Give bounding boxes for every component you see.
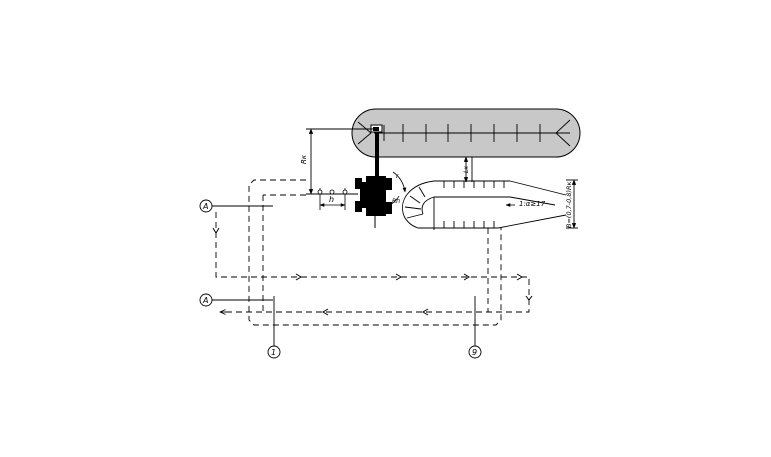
section-mark-a-upper (199, 199, 273, 213)
haulage-route-outer (248, 179, 502, 326)
label-position-9: 9 (472, 348, 477, 357)
dimension-lk (463, 156, 473, 183)
trench-face (402, 180, 567, 230)
label-a-upper: A (202, 202, 208, 211)
route-arrows (212, 227, 533, 316)
dimension-h (317, 188, 348, 210)
label-lk: Lк (463, 166, 470, 173)
label-position-1: 1 (271, 348, 276, 357)
label-rp: Rп (392, 198, 400, 205)
leader-1 (267, 296, 281, 359)
label-r: r (396, 173, 399, 180)
label-width: B=(0,7-0,8)Rк (565, 181, 573, 228)
rotation-arcs (388, 171, 407, 207)
label-rk: Rк (300, 154, 308, 164)
dump-zone (351, 108, 581, 158)
excavator-body (355, 176, 392, 216)
transport-route-inner (215, 212, 530, 313)
label-slope: 1:α≥17 (519, 200, 546, 208)
dimension-width (566, 179, 578, 229)
label-h: h (329, 195, 334, 204)
section-mark-a-lower (199, 293, 273, 307)
label-a-lower: A (202, 296, 208, 305)
leader-9 (468, 296, 482, 359)
